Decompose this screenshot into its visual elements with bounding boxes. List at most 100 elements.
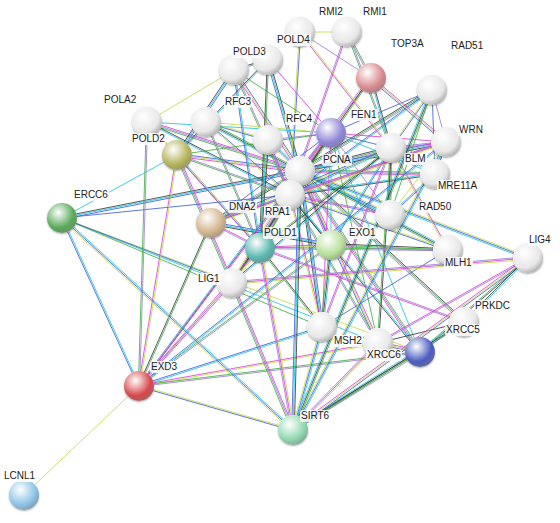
interaction-edge xyxy=(76,224,308,321)
protein-label: TOP3A xyxy=(390,38,425,50)
evidence-line xyxy=(157,134,250,238)
protein-label: PCNA xyxy=(322,154,352,166)
protein-label: RFC4 xyxy=(285,113,313,125)
evidence-line xyxy=(183,169,226,269)
evidence-line xyxy=(324,260,330,312)
evidence-line xyxy=(305,267,516,421)
interaction-edge xyxy=(76,223,406,346)
evidence-line xyxy=(273,154,284,181)
protein-label: POLD4 xyxy=(276,34,311,46)
evidence-line xyxy=(247,78,319,125)
interaction-edge xyxy=(148,259,250,375)
evidence-line xyxy=(301,156,440,418)
interaction-edge xyxy=(182,168,228,269)
evidence-line xyxy=(280,150,290,160)
evidence-line xyxy=(325,260,331,312)
protein-label: POLA2 xyxy=(103,94,137,106)
interaction-edge xyxy=(436,104,442,127)
interaction-edge xyxy=(297,103,427,416)
evidence-line xyxy=(315,32,332,33)
interaction-edge xyxy=(304,266,516,422)
evidence-line xyxy=(220,127,253,137)
evidence-line xyxy=(322,260,328,312)
protein-label: XRCC5 xyxy=(445,324,481,336)
evidence-line xyxy=(436,104,442,127)
evidence-line xyxy=(35,396,128,484)
evidence-line xyxy=(221,126,254,136)
protein-label: WRN xyxy=(458,124,484,136)
interaction-edge xyxy=(75,162,164,211)
protein-node: POLD2 xyxy=(162,140,192,170)
evidence-line xyxy=(306,268,517,422)
protein-node: RPA1 xyxy=(275,180,305,210)
evidence-line xyxy=(263,263,291,415)
evidence-line xyxy=(293,186,299,415)
protein-label: RFC3 xyxy=(224,96,252,108)
evidence-line xyxy=(192,157,285,169)
evidence-line xyxy=(188,71,258,144)
interaction-edge xyxy=(474,268,518,312)
interaction-edge xyxy=(157,133,251,238)
protein-node: MLH1 xyxy=(433,235,463,265)
protein-node: DNA2 xyxy=(196,208,226,238)
evidence-line xyxy=(150,151,434,376)
evidence-line xyxy=(224,230,246,241)
protein-node: FEN1 xyxy=(316,118,346,148)
protein-node: LCNL1 xyxy=(9,480,39,510)
evidence-line xyxy=(274,154,285,181)
protein-label: FEN1 xyxy=(350,109,378,121)
protein-node: EXO1 xyxy=(316,230,346,260)
protein-label: MRE11A xyxy=(437,180,478,192)
evidence-line xyxy=(187,70,257,143)
interaction-edge xyxy=(35,396,128,484)
evidence-line xyxy=(299,104,427,416)
interaction-edge xyxy=(315,32,332,33)
interaction-edge xyxy=(273,154,285,182)
protein-label: LIG4 xyxy=(528,234,552,246)
evidence-line xyxy=(353,46,363,65)
evidence-line xyxy=(226,224,316,241)
protein-node: RAD50 xyxy=(375,200,405,230)
protein-node: LIG4 xyxy=(513,243,543,273)
interaction-edge xyxy=(187,70,258,144)
interaction-edge xyxy=(68,231,134,372)
interaction-edge xyxy=(224,229,247,242)
evidence-line xyxy=(151,152,435,377)
interaction-edge xyxy=(153,389,279,426)
interaction-edge xyxy=(261,263,291,416)
evidence-line xyxy=(184,168,227,268)
evidence-line xyxy=(391,266,515,336)
evidence-line xyxy=(151,254,319,377)
interaction-edge xyxy=(299,155,440,418)
protein-label: EXO1 xyxy=(348,227,377,239)
protein-node: LIG1 xyxy=(217,268,247,298)
protein-label: PRKDC xyxy=(474,300,511,312)
protein-label: ERCC6 xyxy=(73,189,109,201)
protein-node: POLD3 xyxy=(219,55,249,85)
protein-label: SIRT6 xyxy=(300,410,330,422)
protein-label: DNA2 xyxy=(228,201,257,213)
evidence-line xyxy=(297,103,425,415)
evidence-line xyxy=(149,260,250,375)
evidence-line xyxy=(352,46,385,134)
evidence-line xyxy=(300,155,439,417)
protein-node: TOP3A xyxy=(356,63,386,93)
evidence-line xyxy=(184,82,224,142)
evidence-line xyxy=(225,229,247,240)
interaction-edge xyxy=(353,45,364,65)
protein-label: LIG1 xyxy=(197,273,221,285)
evidence-line xyxy=(270,259,313,314)
interaction-edge xyxy=(431,267,517,342)
protein-node: XRCC5 xyxy=(405,337,435,367)
protein-node: BLM xyxy=(376,133,406,163)
protein-node: MRE11A xyxy=(420,159,450,189)
evidence-line xyxy=(431,267,516,341)
protein-label: RAD50 xyxy=(418,201,452,213)
evidence-line xyxy=(432,268,517,342)
protein-label: EXD3 xyxy=(150,361,178,373)
evidence-line xyxy=(264,263,292,415)
interaction-edge xyxy=(247,258,513,283)
protein-label: POLD2 xyxy=(131,133,166,145)
evidence-line xyxy=(75,162,164,211)
